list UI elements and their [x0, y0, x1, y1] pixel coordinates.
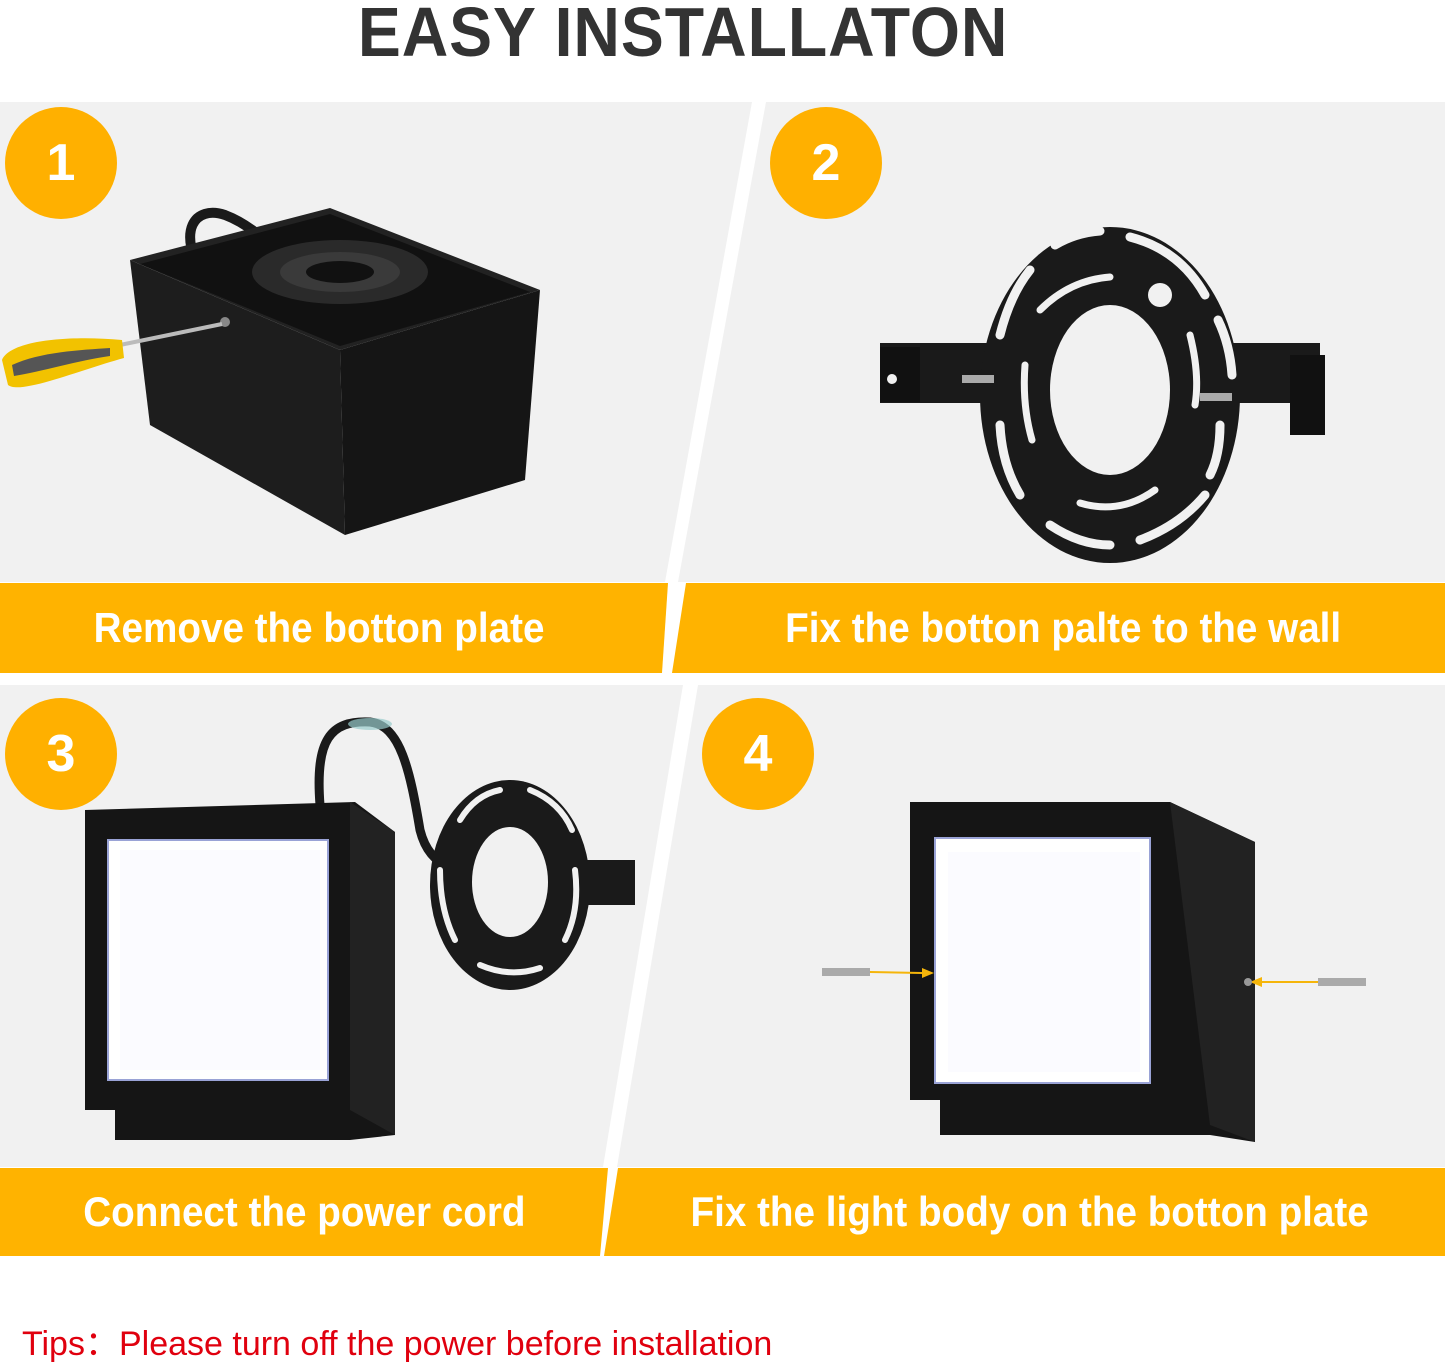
step-3-caption: Connect the power cord [82, 1188, 526, 1235]
step-3-badge: 3 [5, 698, 117, 810]
step-2-badge: 2 [770, 107, 882, 219]
step-4-caption-band: Fix the light body on the botton plate [604, 1168, 1445, 1256]
step-1-caption-band: Remove the botton plate [0, 583, 668, 673]
step-4-badge: 4 [702, 698, 814, 810]
light-housing-with-screwdriver-icon [2, 207, 540, 535]
light-with-side-screws-icon [822, 802, 1366, 1142]
page-title: EASY INSTALLATON [357, 0, 1009, 71]
step-2-caption-band: Fix the botton palte to the wall [672, 583, 1445, 673]
step-2-caption: Fix the botton palte to the wall [785, 604, 1342, 651]
step-1-caption: Remove the botton plate [93, 604, 545, 651]
step-4-caption: Fix the light body on the botton plate [690, 1188, 1369, 1235]
tips-text: Tips：Please turn off the power before in… [22, 1325, 773, 1363]
light-with-cord-and-bracket-icon [85, 717, 635, 1140]
step-3-caption-band: Connect the power cord [0, 1168, 608, 1256]
mounting-bracket-icon [880, 226, 1325, 563]
step-1-badge: 1 [5, 107, 117, 219]
